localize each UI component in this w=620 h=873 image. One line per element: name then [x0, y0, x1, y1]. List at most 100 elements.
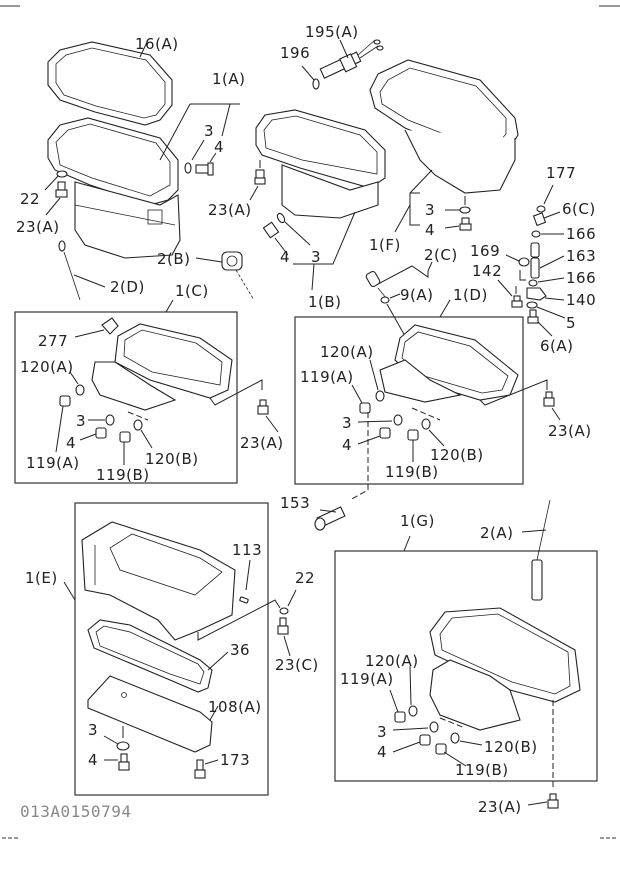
leader-119b-g: [443, 751, 467, 767]
oil-pan-1d[interactable]: [379, 324, 519, 403]
bracket-140[interactable]: [526, 287, 547, 301]
washer-3-d[interactable]: [393, 414, 403, 426]
tube-163[interactable]: [530, 242, 540, 279]
dipstick-2d[interactable]: [58, 240, 81, 301]
leader-120b-c: [140, 429, 153, 449]
plug-4-g[interactable]: [419, 734, 431, 746]
callout-120b-d: 120(B): [430, 446, 484, 464]
callout-1d: 1(D): [453, 286, 488, 304]
bolt-4-tr[interactable]: [459, 217, 472, 231]
callout-120b-c: 120(B): [145, 450, 199, 468]
plug-119b-g[interactable]: [435, 743, 447, 755]
sensor-153[interactable]: [314, 506, 346, 531]
oil-pan-1a[interactable]: [47, 117, 181, 259]
plug-119b-c[interactable]: [119, 431, 131, 443]
dipstick-2a[interactable]: [531, 499, 551, 601]
leader-166b: [537, 277, 565, 283]
leader-195a: [339, 39, 349, 59]
bolt-23a-tl[interactable]: [55, 181, 68, 198]
callout-119b-g: 119(B): [455, 761, 509, 779]
washer-3-e[interactable]: [116, 726, 130, 751]
gasket-36[interactable]: [87, 619, 213, 693]
callout-1f: 1(F): [369, 236, 401, 254]
gasket-16a[interactable]: [47, 41, 173, 126]
washer-5[interactable]: [526, 301, 538, 309]
callout-4-d: 4: [342, 436, 352, 454]
callout-6c: 6(C): [562, 200, 596, 218]
ring-166b[interactable]: [528, 279, 538, 287]
plug-119a-g[interactable]: [394, 711, 406, 723]
pin-113[interactable]: [239, 596, 249, 604]
box-1c: [14, 311, 238, 484]
washer-22-tl[interactable]: [56, 170, 68, 178]
bolt-6a[interactable]: [527, 309, 539, 324]
bolt-4-tl[interactable]: [195, 162, 214, 176]
washer-120b-c[interactable]: [133, 419, 143, 431]
plug-119b-d[interactable]: [407, 429, 419, 441]
box-1e: [74, 502, 269, 796]
oil-pan-cover-108a[interactable]: [87, 675, 213, 753]
bolt-23a-c[interactable]: [257, 399, 269, 415]
leader-22-tl: [44, 175, 59, 191]
plug-119a-d[interactable]: [359, 402, 371, 414]
fitting-6c[interactable]: [532, 212, 547, 227]
callout-5: 5: [566, 314, 576, 332]
washer-3-tl[interactable]: [184, 162, 192, 174]
callout-9a: 9(A): [400, 286, 434, 304]
ring-166a[interactable]: [531, 230, 541, 238]
washer-3-g[interactable]: [429, 721, 439, 733]
dipstick-guide-2c[interactable]: [365, 270, 387, 299]
bolt-142[interactable]: [511, 295, 523, 308]
callout-3-g: 3: [377, 723, 387, 741]
leader-4-tr: [444, 225, 460, 229]
bolt-4-e[interactable]: [118, 753, 130, 771]
leader-1e: [63, 581, 76, 601]
bolt-23a-d[interactable]: [543, 391, 555, 407]
oil-pan-1b[interactable]: [255, 109, 386, 219]
bolt-23a-tm[interactable]: [254, 160, 266, 185]
cap-177[interactable]: [536, 205, 546, 213]
callout-3-tm: 3: [311, 248, 321, 266]
callout-23c: 23(C): [275, 656, 319, 674]
washer-120a-c[interactable]: [75, 384, 85, 396]
oil-pan-upper-1e[interactable]: [81, 521, 236, 641]
oil-level-sensor-195a[interactable]: [319, 39, 384, 79]
drawing-code: 013A0150794: [20, 802, 131, 821]
washer-120b-g[interactable]: [450, 732, 460, 744]
washer-120b-d[interactable]: [421, 418, 431, 430]
callout-1g: 1(G): [400, 512, 435, 530]
bolt-173[interactable]: [194, 759, 206, 779]
oil-pan-1f[interactable]: [369, 59, 519, 194]
leader-4-d: [357, 435, 381, 445]
plug-119a-c[interactable]: [59, 395, 71, 407]
dipstick-bracket-277[interactable]: [101, 317, 119, 335]
oil-pan-1c[interactable]: [91, 323, 233, 411]
callout-195a: 195(A): [305, 23, 359, 41]
callout-4-g: 4: [377, 743, 387, 761]
dipstick-guide-2b[interactable]: [221, 251, 255, 301]
callout-3-d: 3: [342, 414, 352, 432]
washer-120a-g[interactable]: [408, 705, 418, 717]
o-ring-9a[interactable]: [380, 296, 390, 304]
bolt-23c[interactable]: [277, 617, 289, 635]
oil-pan-1g[interactable]: [429, 607, 581, 731]
nut-169[interactable]: [518, 257, 530, 267]
plug-4-d[interactable]: [379, 427, 391, 439]
leader-140: [544, 297, 565, 301]
washer-120a-d[interactable]: [375, 390, 385, 402]
washer-196[interactable]: [312, 78, 320, 90]
leader-169: [505, 254, 520, 262]
callout-3-tr: 3: [425, 201, 435, 219]
plug-4-c[interactable]: [95, 427, 107, 439]
leader-120a-d: [369, 359, 379, 391]
bolt-4-tm[interactable]: [262, 221, 280, 239]
washer-3-c[interactable]: [105, 414, 115, 426]
box-1d: [294, 316, 524, 485]
bolt-23a-g[interactable]: [547, 793, 559, 809]
washer-3-tm[interactable]: [276, 212, 286, 224]
washer-22-e[interactable]: [279, 607, 289, 615]
washer-3-tr[interactable]: [459, 196, 471, 214]
callout-4-tm: 4: [280, 248, 290, 266]
leader-2a: [521, 529, 547, 533]
